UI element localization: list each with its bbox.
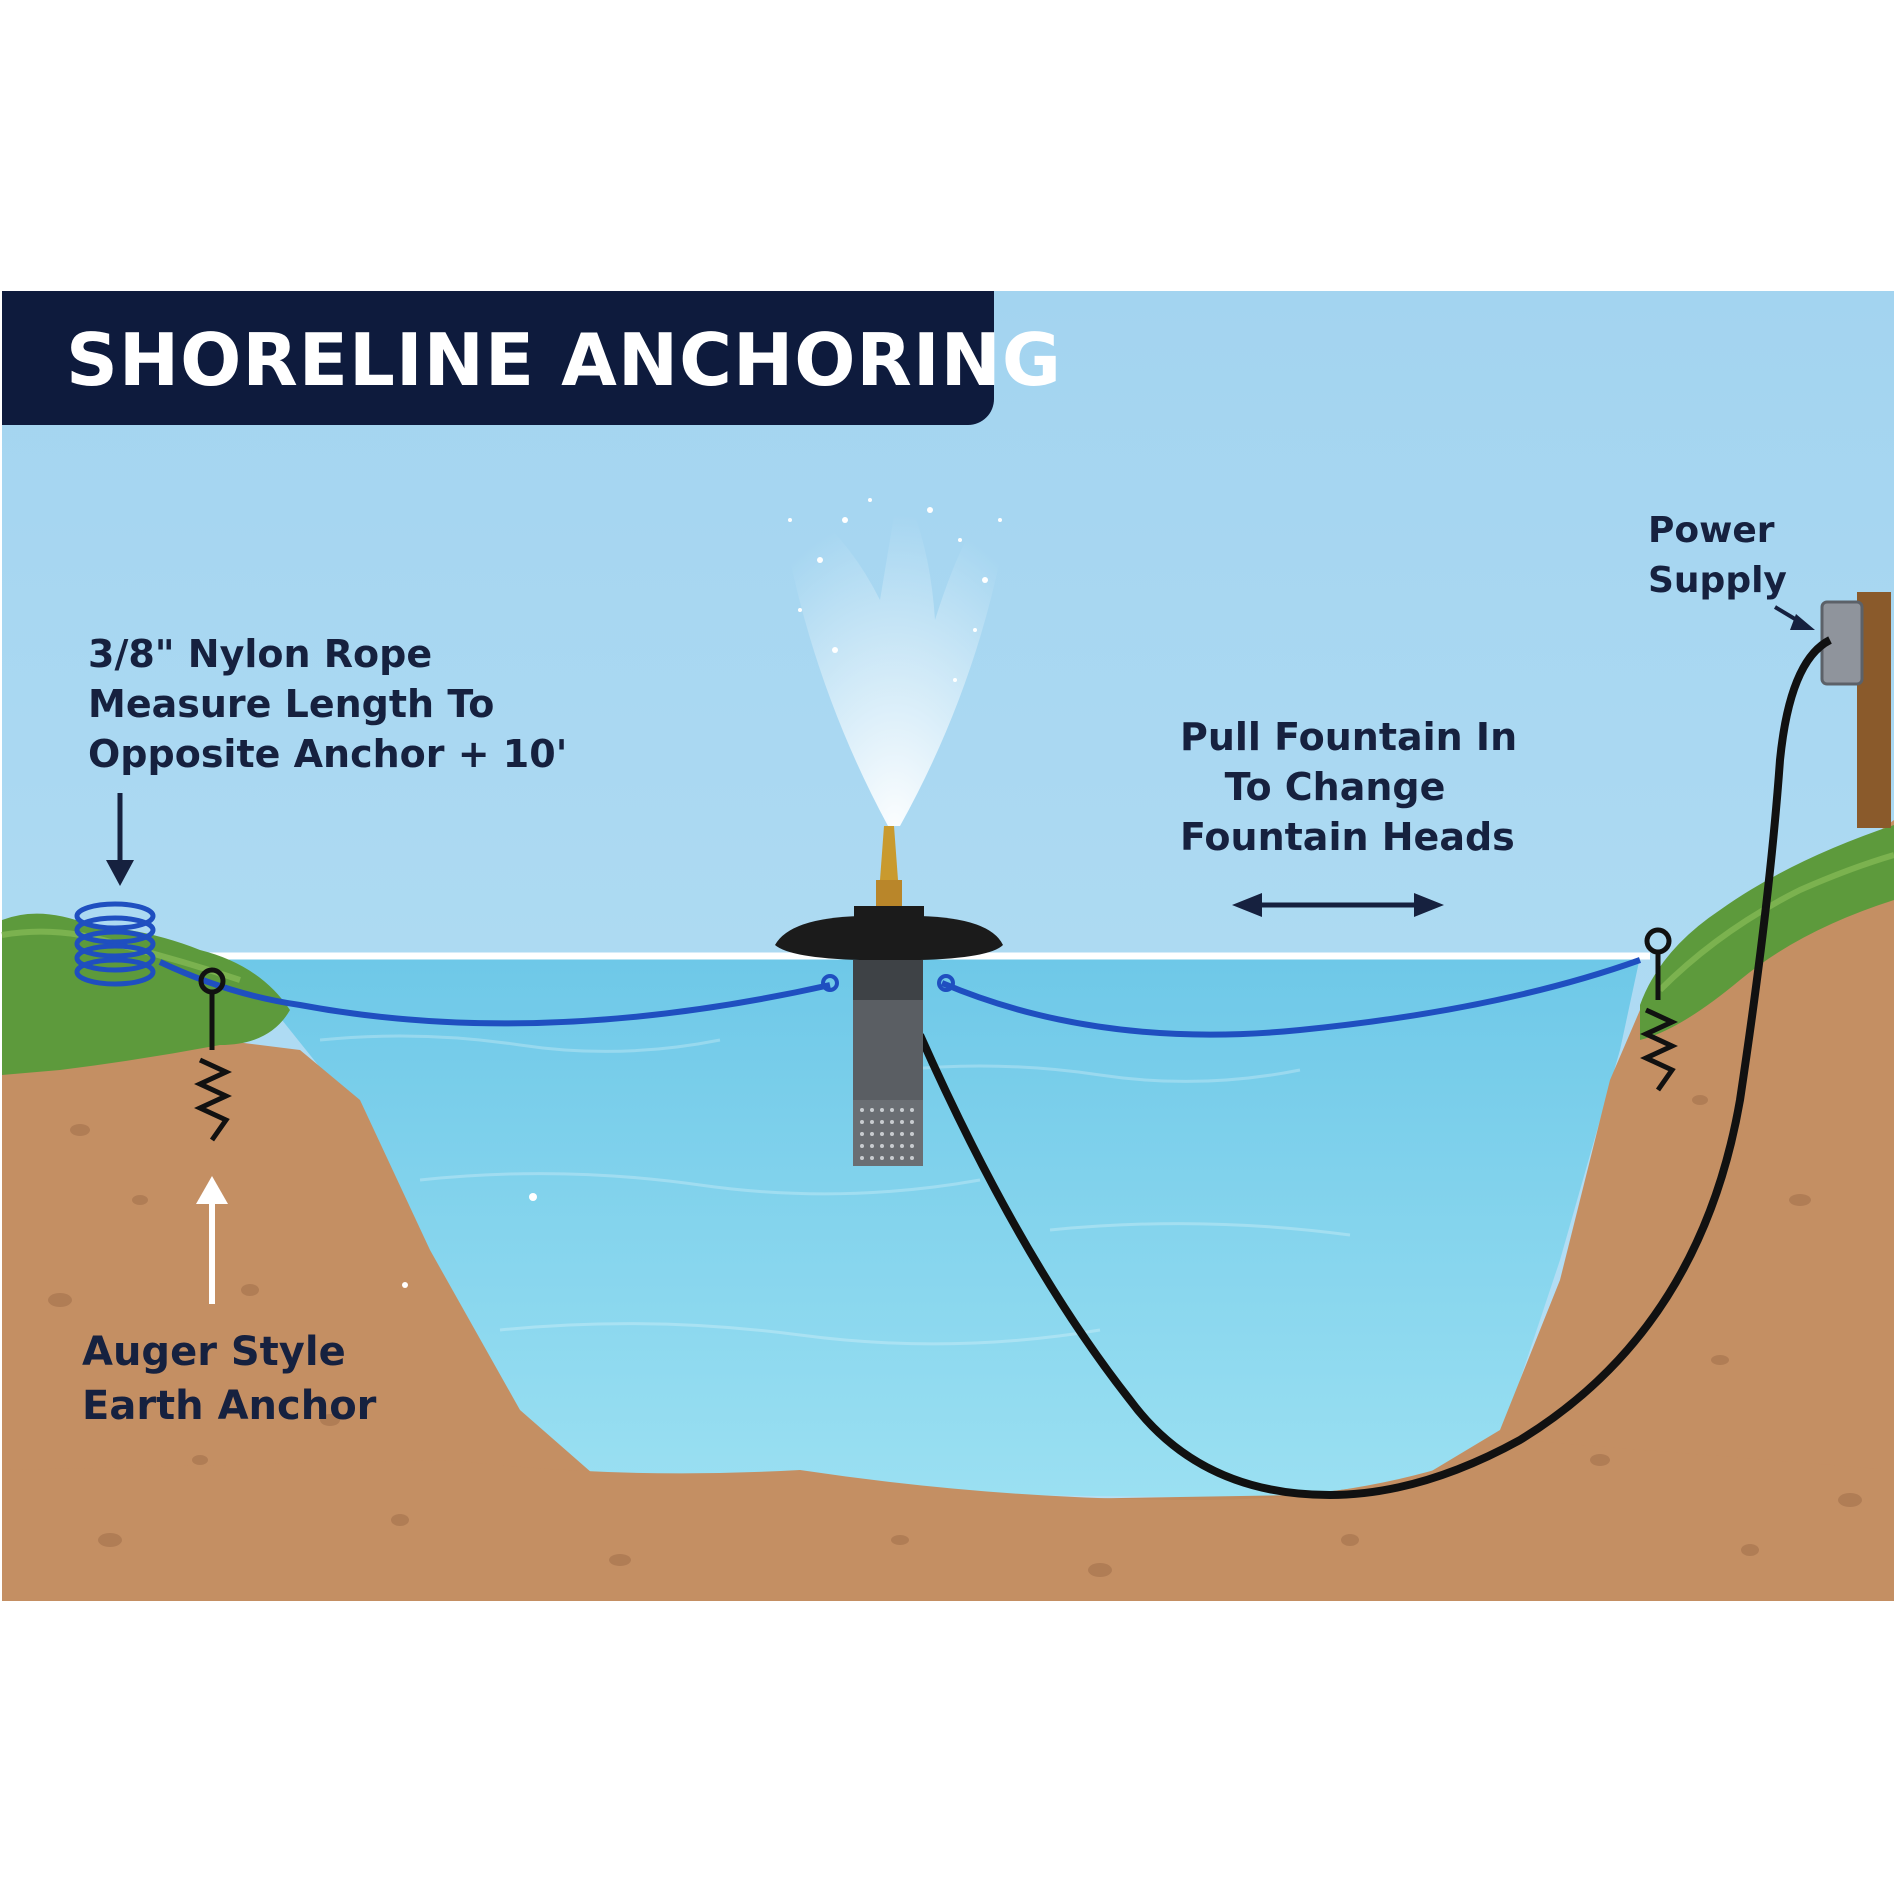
anchor-label-line-1: Auger Style [82, 1329, 346, 1375]
power-label-line-2: Supply [1648, 560, 1787, 601]
right-rope [940, 957, 1642, 1038]
left-bank [2, 1040, 700, 1601]
water-ripples [319, 1034, 1351, 1346]
pull-label-line-1: Pull Fountain In [1180, 715, 1518, 759]
pull-label: Pull Fountain In To Change Fountain Head… [1180, 712, 1518, 862]
left-eyelet [821, 974, 839, 992]
page-title: SHORELINE ANCHORING [66, 318, 1062, 402]
fountain-nozzle [880, 826, 898, 880]
left-grass [2, 913, 290, 1075]
power-label-arrow [1773, 605, 1815, 630]
right-grass-highlight [1657, 852, 1894, 993]
power-cable [916, 636, 1832, 1500]
title-banner [2, 291, 994, 425]
fountain-spray [786, 480, 1004, 826]
pond-water [150, 957, 1640, 1500]
fountain-float-top [854, 906, 924, 920]
rope-label-line-1: 3/8" Nylon Rope [88, 632, 433, 676]
right-eyelet [937, 974, 955, 992]
rope-label-line-2: Measure Length To [88, 682, 495, 726]
anchor-label-arrow [196, 1176, 228, 1304]
fountain-pump-shade [853, 960, 923, 1000]
rope-label-arrow [106, 793, 134, 886]
pull-label-line-3: Fountain Heads [1180, 815, 1515, 859]
intake-holes [860, 1108, 914, 1160]
power-label: Power Supply [1648, 506, 1787, 606]
auger-anchor-icon [194, 967, 232, 1142]
rope-label: 3/8" Nylon Rope Measure Length To Opposi… [88, 629, 567, 779]
rope-coil-icon [74, 901, 156, 987]
anchor-label-line-2: Earth Anchor [82, 1383, 377, 1429]
spray-droplets [402, 498, 1002, 1288]
fountain-float-icon [775, 916, 1003, 960]
soil-pebbles [48, 1095, 1862, 1577]
right-auger-anchor [1640, 927, 1678, 1092]
double-arrow-icon [1232, 893, 1444, 917]
right-bank [1200, 820, 1894, 1601]
power-label-line-1: Power [1648, 510, 1775, 551]
rope-label-line-3: Opposite Anchor + 10' [88, 732, 568, 776]
pull-label-line-2: To Change [1224, 765, 1446, 809]
anchor-label: Auger Style Earth Anchor [82, 1325, 377, 1433]
fountain-nozzle-base [876, 880, 902, 906]
